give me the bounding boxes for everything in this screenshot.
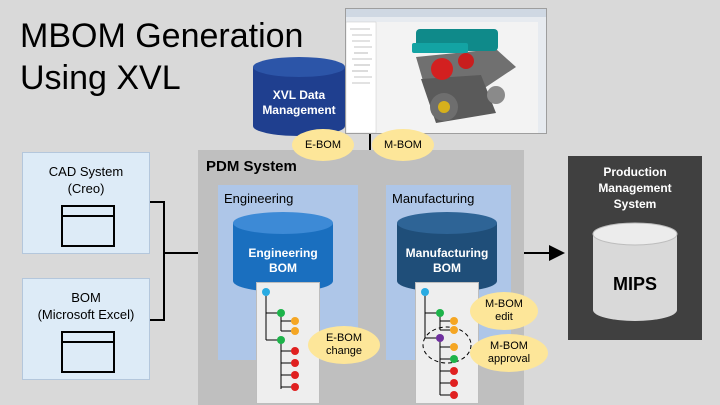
mbom-bubble-label: M-BOM — [384, 138, 422, 151]
manufacturing-bom-database-icon — [397, 212, 497, 292]
tree-node-red-icon — [291, 371, 299, 379]
mips-label: MIPS — [612, 274, 657, 294]
mbom-bubble: M-BOM — [372, 129, 434, 161]
window-icon — [61, 331, 115, 373]
production-label-line1: Production — [603, 165, 667, 179]
tree-node-orange-icon — [291, 327, 299, 335]
ebom-change-label-line1: E-BOM — [325, 332, 363, 344]
ebom-bubble-label: E-BOM — [304, 138, 342, 151]
tree-node-orange-icon — [450, 326, 458, 334]
engineering-label: Engineering — [224, 191, 294, 206]
merge-bracket — [149, 201, 165, 321]
tree-node-purple-icon — [436, 334, 444, 342]
engineering-bom-line1: Engineering — [248, 246, 318, 260]
mbom-edit-label-line2: edit — [495, 311, 513, 323]
slide-title-line1: MBOM Generation — [20, 17, 304, 55]
engineering-bom-database-icon — [233, 212, 333, 292]
ebom-change-label-line2: change — [325, 345, 363, 357]
tree-node-root-icon — [421, 288, 429, 296]
tree-node-red-icon — [450, 367, 458, 375]
mbom-approval-label-line1: M-BOM — [490, 340, 528, 352]
tree-node-green-icon — [436, 309, 444, 317]
engine-model-icon — [345, 9, 546, 134]
tree-node-red-icon — [291, 359, 299, 367]
tree-node-green-icon — [277, 309, 285, 317]
approval-highlight-icon — [422, 326, 472, 364]
engineering-bom-line2: BOM — [269, 261, 297, 275]
xvl-data-database-icon — [253, 57, 345, 136]
ebom-bubble: E-BOM — [292, 129, 354, 161]
slide-title-line2: Using XVL — [20, 59, 181, 97]
tree-node-green-icon — [277, 336, 285, 344]
tree-node-green-icon — [450, 355, 458, 363]
tree-node-red-icon — [450, 391, 458, 399]
cad-system-box: CAD System (Creo) — [22, 152, 150, 254]
pdm-system-label: PDM System — [206, 158, 297, 175]
tree-node-red-icon — [291, 347, 299, 355]
tree-node-root-icon — [262, 288, 270, 296]
bom-excel-box: BOM (Microsoft Excel) — [22, 278, 150, 380]
mbom-edit-label-line1: M-BOM — [485, 298, 523, 310]
mbom-approval-bubble: M-BOM approval — [470, 334, 548, 372]
cad-system-sublabel: (Creo) — [67, 181, 105, 196]
tree-node-red-icon — [450, 379, 458, 387]
bom-source-label: BOM — [71, 290, 101, 305]
xvl-viewer-screenshot — [345, 8, 547, 134]
manufacturing-label: Manufacturing — [392, 191, 475, 206]
window-icon — [61, 205, 115, 247]
tree-node-red-icon — [291, 383, 299, 391]
ebom-change-bubble: E-BOM change — [308, 326, 380, 364]
mbom-approval-label-line2: approval — [487, 353, 531, 365]
tree-node-orange-icon — [291, 317, 299, 325]
tree-node-orange-icon — [450, 343, 458, 351]
manufacturing-bom-line1: Manufacturing — [405, 246, 489, 260]
tree-node-orange-icon — [450, 317, 458, 325]
bom-source-sublabel: (Microsoft Excel) — [37, 307, 135, 322]
mbom-edit-bubble: M-BOM edit — [470, 292, 538, 330]
manufacturing-bom-tree — [415, 282, 479, 404]
xvl-data-line1: XVL Data — [272, 88, 326, 102]
cad-system-label: CAD System — [48, 164, 124, 179]
xvl-data-line2: Management — [262, 103, 336, 117]
production-label-line2: Management — [598, 181, 672, 195]
production-label-line3: System — [613, 197, 657, 211]
mips-database-icon — [592, 222, 678, 321]
manufacturing-bom-line2: BOM — [433, 261, 461, 275]
